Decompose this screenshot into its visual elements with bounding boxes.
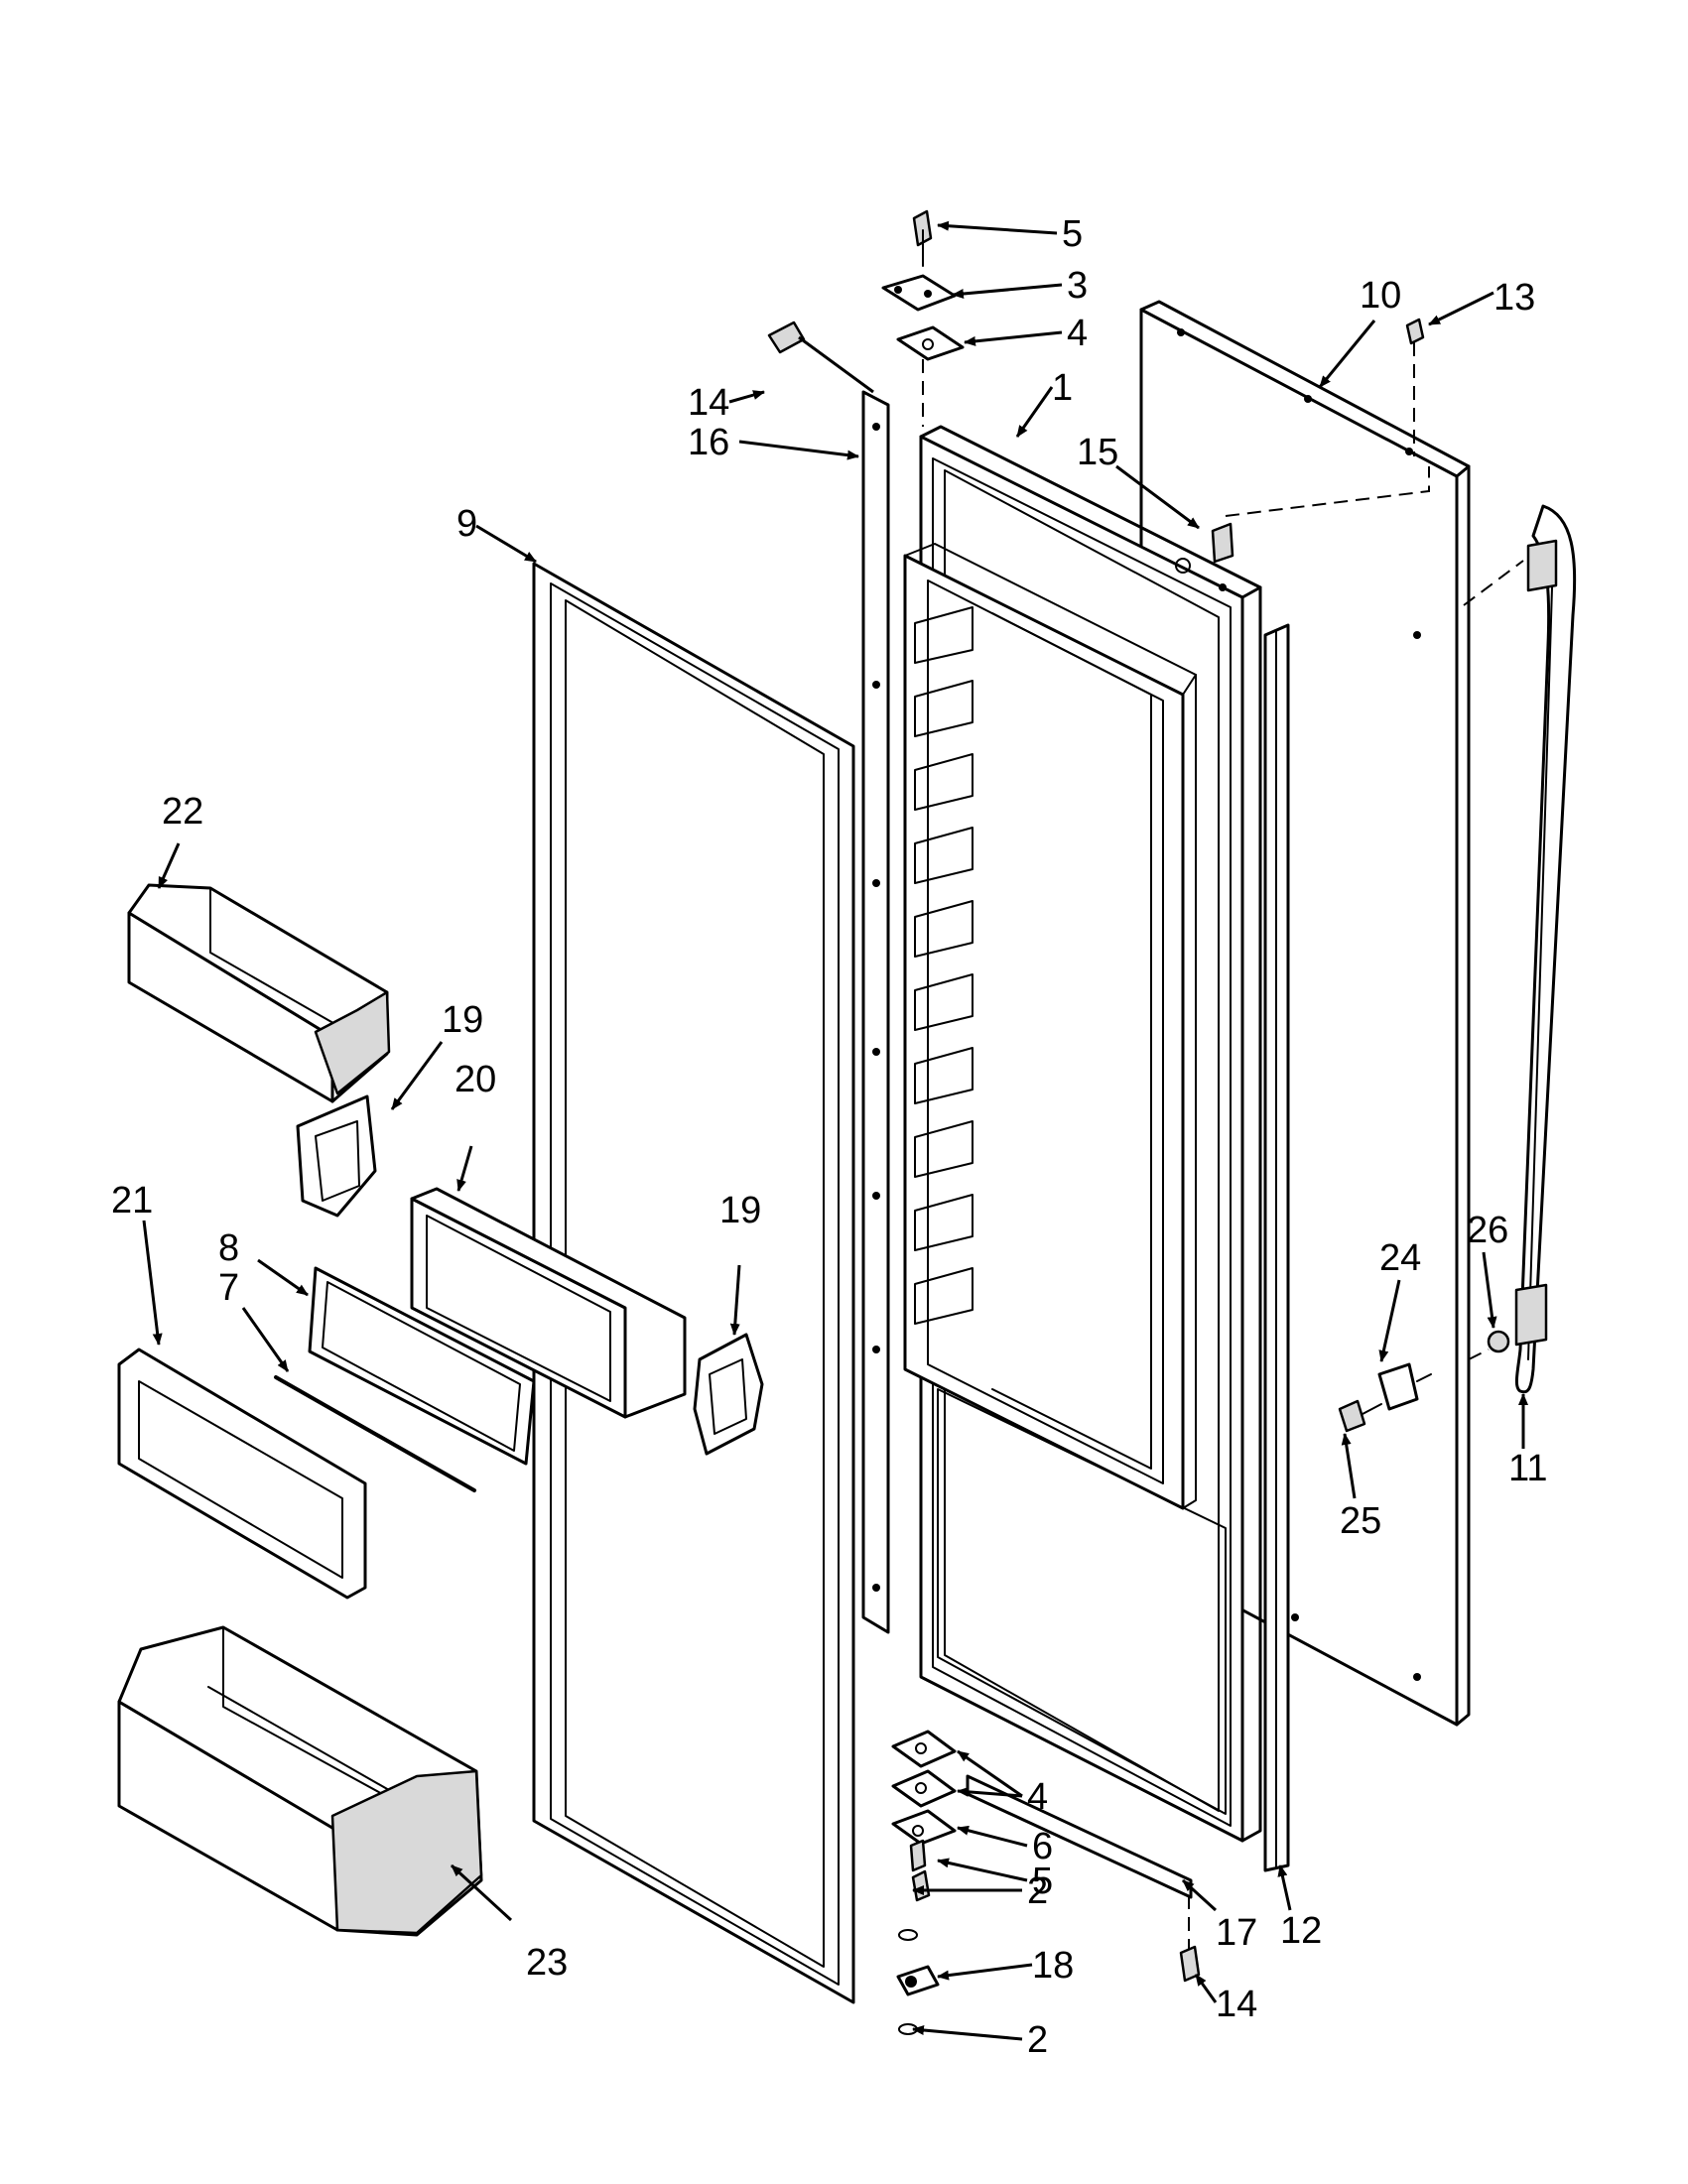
bin-support-right: [693, 1333, 764, 1456]
callout-4-top: 4: [1067, 313, 1088, 354]
callout-21: 21: [111, 1180, 153, 1221]
door-bin-top: [127, 883, 391, 1103]
callout-20: 20: [454, 1059, 496, 1100]
callout-23: 23: [526, 1942, 568, 1984]
callout-8: 8: [218, 1227, 239, 1269]
callout-labels: 1 2 2 3 4 4 5 5 6 7 8 9 10 11 12 13 14 1…: [111, 213, 1547, 2061]
callout-10: 10: [1360, 275, 1401, 317]
callout-14-top: 14: [688, 382, 729, 424]
door-shelf-ledges: [914, 606, 974, 1325]
bin-trim-strip: [274, 1375, 476, 1492]
callout-4-bottom: 4: [1027, 1776, 1048, 1818]
callout-24: 24: [1379, 1237, 1421, 1279]
door-liner: [903, 425, 1262, 1843]
callout-19-right: 19: [719, 1190, 761, 1231]
callout-12: 12: [1280, 1910, 1322, 1952]
door-bin-bottom: [117, 1625, 483, 1937]
callout-5-bottom: 5: [1032, 1861, 1053, 1902]
callout-2-upper: 2: [1027, 1870, 1048, 1912]
callout-14-bottom: 14: [1216, 1984, 1257, 2025]
callout-17: 17: [1216, 1912, 1257, 1954]
callout-25: 25: [1340, 1500, 1381, 1542]
callout-leaders: [142, 220, 1528, 2041]
callout-13: 13: [1493, 277, 1535, 319]
callout-2-lower: 2: [1027, 2019, 1048, 2061]
callout-3: 3: [1067, 265, 1088, 307]
callout-18: 18: [1032, 1945, 1074, 1987]
top-hinge-hardware: [767, 209, 1524, 606]
bin-frame: [308, 1266, 536, 1466]
side-trim-strip: [1263, 623, 1290, 1872]
left-trim-strip: [861, 390, 890, 1634]
callout-22: 22: [162, 791, 203, 833]
callout-6: 6: [1032, 1826, 1053, 1867]
bin-front-cover: [117, 1348, 367, 1600]
callout-26: 26: [1467, 1210, 1508, 1251]
door-gasket: [532, 562, 855, 2004]
callout-7: 7: [218, 1267, 239, 1309]
callout-11: 11: [1508, 1448, 1547, 1489]
callout-15: 15: [1077, 432, 1118, 473]
bottom-hinge-hardware: [891, 1330, 1510, 2035]
callout-9: 9: [456, 503, 477, 545]
bin-support-left: [296, 1094, 377, 1218]
callout-5-top: 5: [1062, 213, 1083, 255]
callout-19-left: 19: [442, 999, 483, 1041]
callout-16: 16: [688, 422, 729, 463]
callout-1: 1: [1052, 367, 1073, 409]
bin-housing: [410, 1187, 687, 1419]
door-handle: [1514, 504, 1577, 1394]
